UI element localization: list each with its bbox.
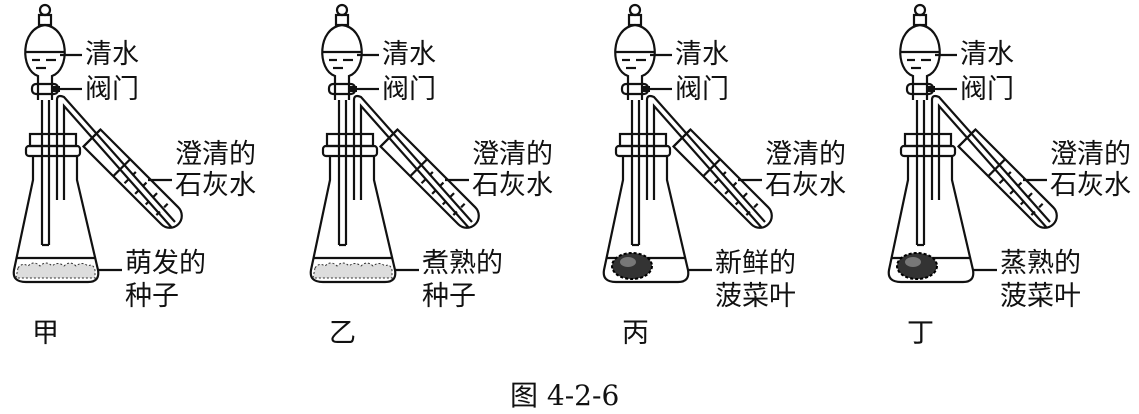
figure-caption: 图 4-2-6 <box>510 379 619 412</box>
label-content-1: 蒸熟的 <box>1000 248 1081 279</box>
label-limewater-1: 澄清的 <box>472 139 553 170</box>
label-water: 清水 <box>85 39 139 70</box>
label-content-2: 菠菜叶 <box>1000 281 1081 312</box>
setup-id: 丙 <box>622 318 649 349</box>
label-valve: 阀门 <box>675 74 729 105</box>
label-limewater-1: 澄清的 <box>765 139 846 170</box>
label-content-1: 新鲜的 <box>715 248 796 279</box>
label-valve: 阀门 <box>382 74 436 105</box>
label-valve: 阀门 <box>85 74 139 105</box>
setup-id: 甲 <box>32 318 59 349</box>
label-limewater-2: 石灰水 <box>765 170 846 201</box>
label-water: 清水 <box>960 39 1014 70</box>
label-content-2: 种子 <box>125 281 179 312</box>
label-limewater-2: 石灰水 <box>175 170 256 201</box>
spinach-leaf-icon <box>896 252 938 280</box>
setup-id: 乙 <box>329 318 356 349</box>
label-content-2: 种子 <box>422 281 476 312</box>
label-content-1: 煮熟的 <box>422 248 503 279</box>
spinach-leaf-icon <box>611 252 653 280</box>
seeds-icon <box>312 262 393 279</box>
label-content-1: 萌发的 <box>125 248 206 279</box>
label-limewater-1: 澄清的 <box>175 139 256 170</box>
label-water: 清水 <box>675 39 729 70</box>
setup-id: 丁 <box>907 318 934 349</box>
label-limewater-2: 石灰水 <box>1050 170 1131 201</box>
label-valve: 阀门 <box>960 74 1014 105</box>
label-limewater-1: 澄清的 <box>1050 139 1131 170</box>
label-water: 清水 <box>382 39 436 70</box>
seeds-icon <box>15 262 96 279</box>
label-content-2: 菠菜叶 <box>715 281 796 312</box>
label-limewater-2: 石灰水 <box>472 170 553 201</box>
